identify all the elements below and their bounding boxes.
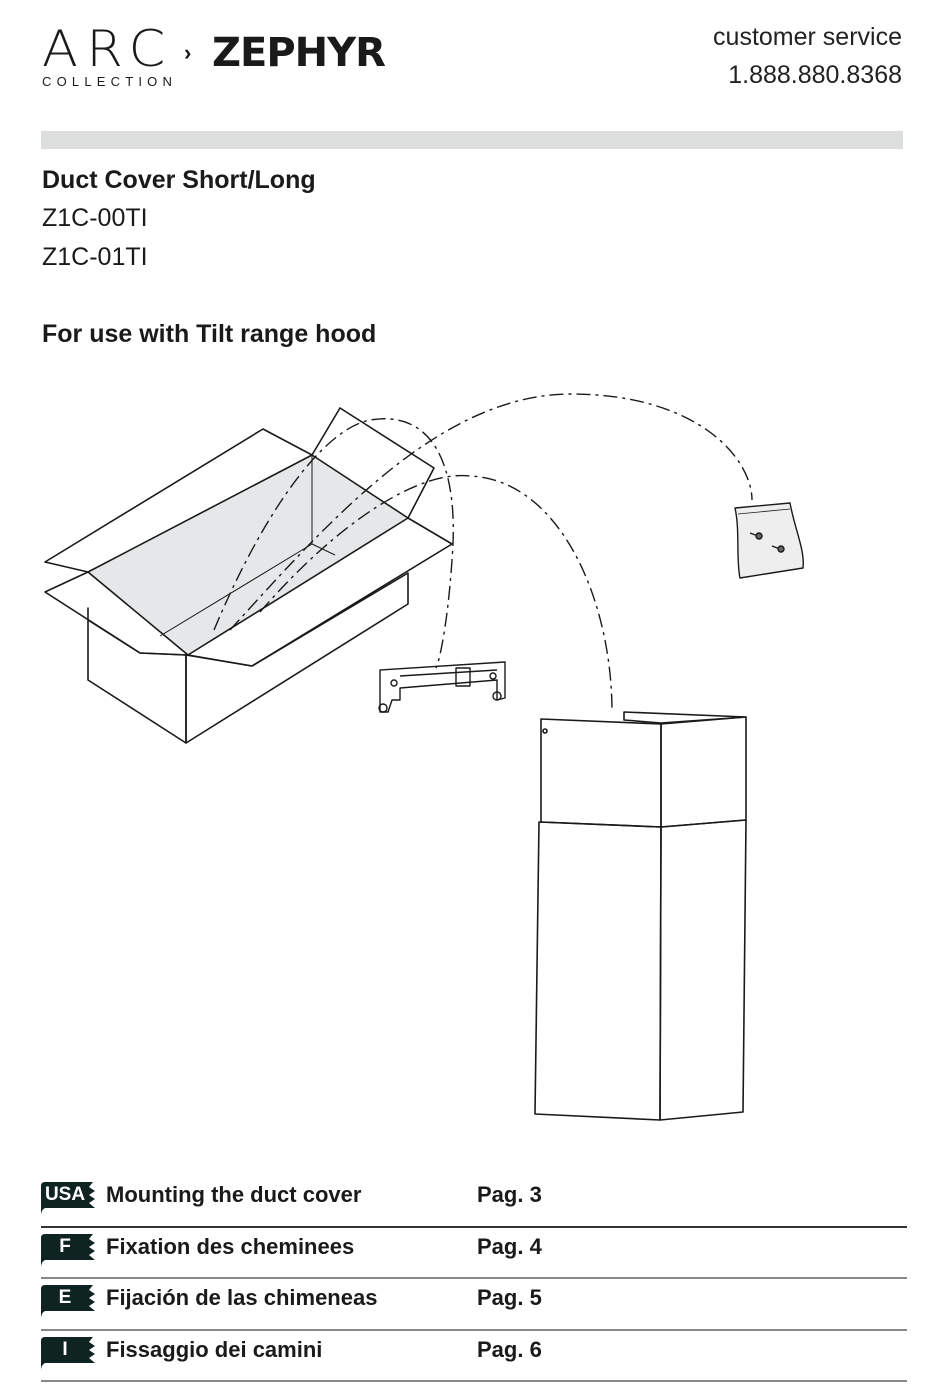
document-title: Duct Cover Short/Long xyxy=(42,166,316,194)
chevron-right-icon: › xyxy=(184,40,192,65)
model-number: Z1C-01TI xyxy=(42,243,148,271)
spanish-flag-badge-icon xyxy=(41,1285,95,1319)
collection-logo-text: COLLECTION xyxy=(42,74,178,89)
row-divider xyxy=(41,1277,907,1279)
toc-page: Pag. 4 xyxy=(477,1233,542,1259)
toc-title: Fixation des cheminees xyxy=(106,1233,355,1259)
cardboard-box-icon xyxy=(44,407,453,744)
header-divider xyxy=(41,131,903,149)
toc-row-spanish[interactable]: E Fijación de las chimeneas Pag. 5 xyxy=(41,1279,907,1331)
brand-logo: ARC COLLECTION › ZEPHYR xyxy=(42,20,386,90)
customer-service-block: customer service 1.888.880.8368 xyxy=(713,18,902,94)
language-code: I xyxy=(62,1338,68,1360)
usa-flag-badge-icon xyxy=(41,1182,95,1216)
row-divider xyxy=(41,1380,907,1382)
toc-page: Pag. 6 xyxy=(477,1336,542,1362)
toc-row-usa[interactable]: USA Mounting the duct cover Pag. 3 xyxy=(41,1176,907,1228)
toc-title: Mounting the duct cover xyxy=(106,1182,362,1207)
toc-title: Fissaggio dei camini xyxy=(106,1336,323,1362)
zephyr-logo-text: ZEPHYR xyxy=(212,30,386,76)
row-divider xyxy=(41,1328,907,1331)
toc-title: Fijación de las chimeneas xyxy=(106,1285,378,1310)
language-code: USA xyxy=(44,1184,86,1205)
toc-page: Pag. 3 xyxy=(477,1182,542,1207)
french-flag-badge-icon xyxy=(41,1233,95,1268)
model-number: Z1C-00TI xyxy=(42,204,148,232)
language-code: E xyxy=(58,1287,72,1308)
toc-page: Pag. 5 xyxy=(477,1285,542,1310)
mounting-bracket-icon xyxy=(378,661,506,713)
row-divider xyxy=(41,1225,907,1228)
italian-flag-badge-icon xyxy=(41,1336,95,1371)
customer-service-phone: 1.888.880.8368 xyxy=(728,61,902,89)
screw-bag-icon xyxy=(734,502,804,579)
parts-illustration xyxy=(44,393,804,1121)
table-of-contents: USA Mounting the duct cover Pag. 3 F Fix… xyxy=(41,1176,907,1382)
language-code: F xyxy=(59,1235,71,1257)
customer-service-label: customer service xyxy=(713,23,902,51)
arc-logo-text: ARC xyxy=(42,20,174,78)
toc-row-italian[interactable]: I Fissaggio dei camini Pag. 6 xyxy=(41,1331,907,1382)
toc-row-french[interactable]: F Fixation des cheminees Pag. 4 xyxy=(41,1228,907,1279)
duct-cover-icon xyxy=(534,711,747,1121)
document-subtitle: For use with Tilt range hood xyxy=(42,320,377,348)
